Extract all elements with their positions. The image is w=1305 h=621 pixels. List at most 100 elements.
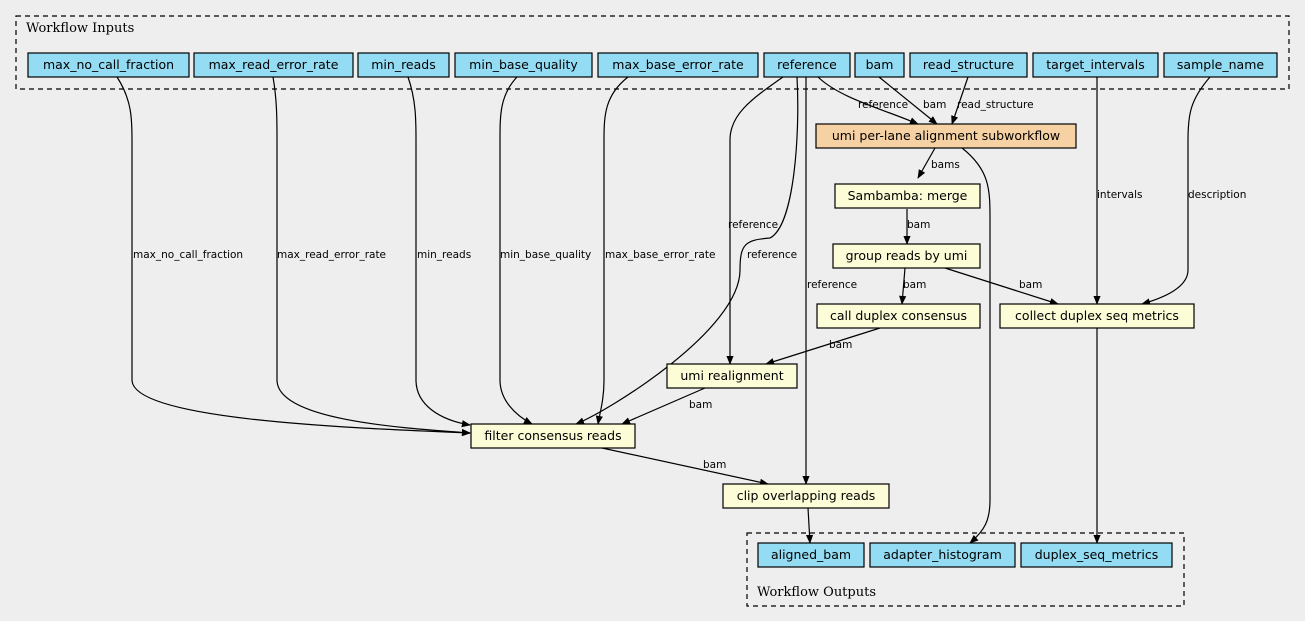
edge-filter-to-clip bbox=[601, 447, 769, 486]
output-nodes: aligned_bam adapter_histogram duplex_seq… bbox=[757, 542, 1173, 568]
node-call-duplex-consensus[interactable]: call duplex consensus bbox=[816, 303, 981, 329]
node-read-structure-label: read_structure bbox=[923, 57, 1014, 72]
edge-label-min-reads: min_reads bbox=[417, 249, 471, 261]
node-sambamba-merge-box[interactable] bbox=[834, 183, 981, 209]
edge-max-no-call-fraction bbox=[116, 76, 471, 437]
node-collect-duplex-seq-metrics[interactable]: collect duplex seq metrics bbox=[999, 303, 1195, 329]
edge-call-to-realign bbox=[765, 327, 881, 365]
node-adapter-histogram-label: adapter_histogram bbox=[883, 547, 1002, 562]
edge-label-min-base-quality: min_base_quality bbox=[500, 249, 591, 261]
node-min-reads[interactable]: min_reads bbox=[357, 52, 450, 78]
node-reference-label: reference bbox=[777, 57, 837, 72]
edge-group-to-metrics bbox=[944, 267, 1059, 305]
node-filter-consensus-reads[interactable]: filter consensus reads bbox=[470, 423, 636, 449]
edge-bam-to-umi-alignment bbox=[878, 76, 938, 125]
node-filter-consensus-reads-label: filter consensus reads bbox=[484, 428, 621, 443]
workflow-inputs-border bbox=[15, 15, 1290, 90]
node-target-intervals-box[interactable] bbox=[1032, 52, 1159, 78]
edge-bams bbox=[917, 147, 936, 179]
node-collect-duplex-seq-metrics-box[interactable] bbox=[999, 303, 1195, 329]
node-filter-consensus-reads-box[interactable] bbox=[470, 423, 636, 449]
edge-label-bam-to-umi-alignment: bam bbox=[923, 99, 946, 111]
node-umi-realignment-box[interactable] bbox=[666, 363, 798, 389]
node-clip-overlapping-reads[interactable]: clip overlapping reads bbox=[722, 483, 890, 509]
node-min-base-quality-label: min_base_quality bbox=[469, 57, 578, 72]
node-sample-name[interactable]: sample_name bbox=[1163, 52, 1278, 78]
workflow-outputs-label: Workflow Outputs bbox=[757, 585, 876, 600]
node-adapter-histogram[interactable]: adapter_histogram bbox=[869, 542, 1016, 568]
node-aligned-bam[interactable]: aligned_bam bbox=[757, 542, 865, 568]
node-umi-alignment-subworkflow-label: umi per-lane alignment subworkflow bbox=[832, 128, 1060, 143]
edge-min-base-quality bbox=[499, 76, 533, 425]
node-max-no-call-fraction-box[interactable] bbox=[27, 52, 190, 78]
node-min-reads-label: min_reads bbox=[371, 57, 435, 72]
edge-label-max-base-error-rate: max_base_error_rate bbox=[605, 249, 715, 261]
node-min-reads-box[interactable] bbox=[357, 52, 450, 78]
edge-read-structure-to-umi-alignment bbox=[951, 76, 969, 125]
workflow-inputs-cluster: Workflow Inputs bbox=[15, 15, 1290, 90]
edge-max-read-error-rate bbox=[272, 76, 471, 437]
node-max-read-error-rate-box[interactable] bbox=[193, 52, 354, 78]
edge-label-reference-to-realign: reference bbox=[728, 219, 778, 231]
node-max-base-error-rate-box[interactable] bbox=[597, 52, 759, 78]
edge-label-max-read-error-rate: max_read_error_rate bbox=[277, 249, 386, 261]
node-sambamba-merge[interactable]: Sambamba: merge bbox=[834, 183, 981, 209]
node-reference-box[interactable] bbox=[763, 52, 851, 78]
edge-group-to-call bbox=[899, 267, 907, 305]
node-max-base-error-rate[interactable]: max_base_error_rate bbox=[597, 52, 759, 78]
node-umi-realignment[interactable]: umi realignment bbox=[666, 363, 798, 389]
node-target-intervals-label: target_intervals bbox=[1046, 57, 1144, 72]
node-sample-name-label: sample_name bbox=[1177, 57, 1264, 72]
node-aligned-bam-label: aligned_bam bbox=[771, 547, 851, 562]
edge-label-realign-to-filter: bam bbox=[689, 399, 712, 411]
node-max-read-error-rate-label: max_read_error_rate bbox=[209, 57, 339, 72]
node-duplex-seq-metrics[interactable]: duplex_seq_metrics bbox=[1020, 542, 1173, 568]
node-call-duplex-consensus-box[interactable] bbox=[816, 303, 981, 329]
node-sample-name-box[interactable] bbox=[1163, 52, 1278, 78]
node-max-no-call-fraction[interactable]: max_no_call_fraction bbox=[27, 52, 190, 78]
edge-label-max-no-call-fraction: max_no_call_fraction bbox=[133, 249, 243, 261]
edge-label-filter-to-clip: bam bbox=[703, 459, 726, 471]
node-adapter-histogram-box[interactable] bbox=[869, 542, 1016, 568]
edge-label-read-structure-to-umi-alignment: read_structure bbox=[957, 99, 1034, 111]
step-nodes: umi per-lane alignment subworkflow Samba… bbox=[470, 123, 1195, 509]
node-max-no-call-fraction-label: max_no_call_fraction bbox=[43, 57, 174, 72]
node-duplex-seq-metrics-label: duplex_seq_metrics bbox=[1035, 547, 1159, 562]
node-umi-alignment-subworkflow-box[interactable] bbox=[815, 123, 1077, 149]
node-max-read-error-rate[interactable]: max_read_error_rate bbox=[193, 52, 354, 78]
edge-label-call-to-realign: bam bbox=[829, 339, 852, 351]
edge-min-reads bbox=[407, 76, 471, 428]
node-read-structure-box[interactable] bbox=[909, 52, 1028, 78]
node-clip-overlapping-reads-label: clip overlapping reads bbox=[737, 488, 876, 503]
edge-label-bams: bams bbox=[931, 159, 960, 171]
node-group-reads-by-umi-box[interactable] bbox=[832, 243, 981, 269]
node-bam[interactable]: bam bbox=[854, 52, 905, 78]
node-bam-box[interactable] bbox=[854, 52, 905, 78]
node-duplex-seq-metrics-box[interactable] bbox=[1020, 542, 1173, 568]
edge-reference-to-filter bbox=[575, 76, 799, 425]
edge-label-description: description bbox=[1188, 189, 1246, 201]
edge-label-merge-to-group: bam bbox=[907, 219, 930, 231]
edge-reference-to-realign bbox=[726, 76, 784, 365]
workflow-inputs-label: Workflow Inputs bbox=[26, 21, 134, 36]
edge-label-reference-to-umi-alignment: reference bbox=[858, 99, 908, 111]
node-aligned-bam-box[interactable] bbox=[757, 542, 865, 568]
edge-description bbox=[1141, 76, 1211, 306]
edge-label-intervals: intervals bbox=[1097, 189, 1143, 201]
node-read-structure[interactable]: read_structure bbox=[909, 52, 1028, 78]
node-group-reads-by-umi[interactable]: group reads by umi bbox=[832, 243, 981, 269]
node-reference[interactable]: reference bbox=[763, 52, 851, 78]
node-min-base-quality-box[interactable] bbox=[454, 52, 593, 78]
edge-label-group-to-call: bam bbox=[903, 279, 926, 291]
node-call-duplex-consensus-label: call duplex consensus bbox=[830, 308, 967, 323]
node-target-intervals[interactable]: target_intervals bbox=[1032, 52, 1159, 78]
node-clip-overlapping-reads-box[interactable] bbox=[722, 483, 890, 509]
edge-adapter-histogram bbox=[961, 147, 991, 544]
node-sambamba-merge-label: Sambamba: merge bbox=[848, 188, 968, 203]
edge-reference-to-umi-alignment bbox=[817, 76, 919, 125]
node-umi-alignment-subworkflow[interactable]: umi per-lane alignment subworkflow bbox=[815, 123, 1077, 149]
node-min-base-quality[interactable]: min_base_quality bbox=[454, 52, 593, 78]
input-nodes: max_no_call_fraction max_read_error_rate… bbox=[27, 52, 1278, 78]
edge-label-group-to-metrics: bam bbox=[1019, 279, 1042, 291]
